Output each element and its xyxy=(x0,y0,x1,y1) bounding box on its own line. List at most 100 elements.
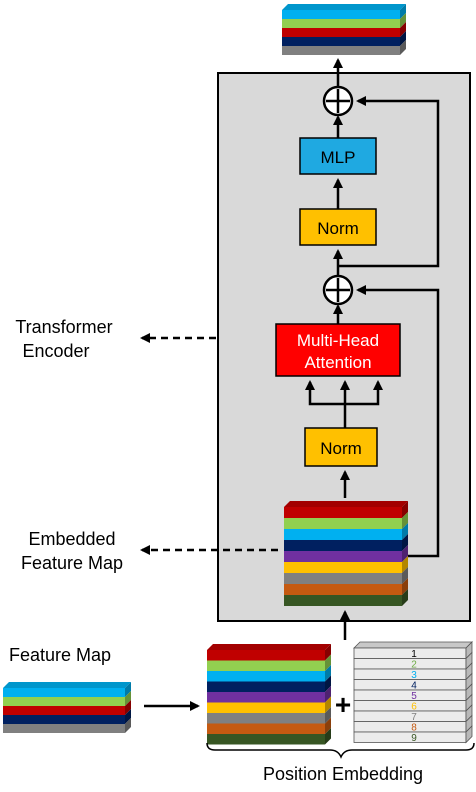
embedded-layer-side xyxy=(402,501,408,518)
embedded-layer xyxy=(284,595,402,606)
position-layer-side xyxy=(465,725,473,744)
position-layer xyxy=(353,658,467,670)
feature-map-layer xyxy=(3,724,125,733)
norm-block-bottom xyxy=(304,427,378,467)
embedded-layer-side xyxy=(402,545,408,562)
feature-map-layer xyxy=(3,715,125,724)
position-layer xyxy=(353,700,467,712)
position-number: 3 xyxy=(411,670,417,681)
output-layer xyxy=(282,28,400,37)
position-layer xyxy=(353,668,467,680)
output-layer-side xyxy=(400,40,406,55)
mlp-block xyxy=(299,137,377,175)
attention-label-2: Attention xyxy=(304,353,371,372)
embedded-layer-side xyxy=(402,556,408,573)
embedded-layer-side xyxy=(402,534,408,551)
input-embedding-layer-side xyxy=(325,696,331,713)
feature-map-layer xyxy=(3,697,125,706)
input-embedding-layer xyxy=(207,681,325,692)
embedded-layer-side xyxy=(402,512,408,529)
feature-map-layer-side xyxy=(125,718,131,733)
embedded-layer-side xyxy=(402,567,408,584)
norm-bottom-label: Norm xyxy=(320,439,362,458)
position-layer xyxy=(353,647,467,659)
transformer-encoder-label-2: Encoder xyxy=(22,341,89,361)
input-embedding-layer-side xyxy=(325,654,331,671)
position-number: 9 xyxy=(411,733,417,744)
plus-sign: + xyxy=(335,689,351,720)
output-top-face xyxy=(282,4,406,10)
embedded-layer xyxy=(284,584,402,595)
position-number: 2 xyxy=(411,660,417,671)
embedded-layer xyxy=(284,540,402,551)
input-embedding-layer xyxy=(207,692,325,703)
position-number: 1 xyxy=(411,649,417,660)
attention-label-1: Multi-Head xyxy=(297,331,379,350)
position-number: 6 xyxy=(411,702,417,713)
add-circle-top xyxy=(322,85,354,117)
norm-top-label: Norm xyxy=(317,219,359,238)
embedded-label-2: Feature Map xyxy=(21,553,123,573)
output-layer-side xyxy=(400,4,406,19)
feature-map-label: Feature Map xyxy=(9,645,111,665)
position-embedding-label: Position Embedding xyxy=(263,764,423,784)
transformer-encoder-label-1: Transformer xyxy=(15,317,112,337)
embedded-layer-side xyxy=(402,578,408,595)
embedded-layer-side xyxy=(402,523,408,540)
position-number: 7 xyxy=(411,712,417,723)
add-circle-bottom xyxy=(322,274,354,306)
feature-map-top-face xyxy=(3,682,131,688)
input-embedding-layer xyxy=(207,660,325,671)
output-layer-side xyxy=(400,31,406,46)
input-embedding-layer xyxy=(207,650,325,661)
input-embedding-layer-side xyxy=(325,728,331,745)
output-layer-side xyxy=(400,13,406,28)
position-layer xyxy=(353,731,467,743)
feature-map-layer-side xyxy=(125,682,131,697)
embedded-layer xyxy=(284,562,402,573)
position-layer xyxy=(353,721,467,733)
position-number: 8 xyxy=(411,723,417,734)
output-stack xyxy=(282,4,406,55)
input-embedding-layer xyxy=(207,734,325,745)
attention-block xyxy=(275,323,401,377)
position-layer xyxy=(353,689,467,701)
input-embedding-layer-side xyxy=(325,665,331,682)
input-embedding-top-face xyxy=(207,644,331,650)
feature-map-layer-side xyxy=(125,691,131,706)
embedded-layer-side xyxy=(402,589,408,606)
position-layer xyxy=(353,710,467,722)
attention-input-arrows xyxy=(305,380,383,428)
output-layer xyxy=(282,37,400,46)
input-embedding-layer xyxy=(207,713,325,724)
output-layer xyxy=(282,46,400,55)
output-layer-side xyxy=(400,22,406,37)
position-number: 4 xyxy=(411,681,417,692)
input-embedding-layer-side xyxy=(325,717,331,734)
input-embedding-layer-side xyxy=(325,707,331,724)
embedded-top-face xyxy=(284,501,408,507)
flow-arrows xyxy=(144,58,350,711)
embedded-layer xyxy=(284,529,402,540)
embedded-feature-map-stack xyxy=(284,501,408,606)
feature-map-layer xyxy=(3,688,125,697)
embedded-layer xyxy=(284,518,402,529)
input-embedding-layer-side xyxy=(325,644,331,661)
input-embedding-layer xyxy=(207,702,325,713)
embedded-layer xyxy=(284,551,402,562)
embedded-layer xyxy=(284,573,402,584)
feature-map-stack xyxy=(3,682,131,733)
mlp-label: MLP xyxy=(321,148,356,167)
residual-connections xyxy=(338,96,440,558)
dashed-pointers xyxy=(140,333,278,555)
position-layer xyxy=(353,679,467,691)
feature-map-layer xyxy=(3,706,125,715)
input-embedding-layer-side xyxy=(325,686,331,703)
input-embedding-layer-side xyxy=(325,675,331,692)
input-embedding-layer xyxy=(207,671,325,682)
position-embedding-brace xyxy=(206,742,475,759)
position-number: 5 xyxy=(411,691,417,702)
embedded-layer xyxy=(284,507,402,518)
